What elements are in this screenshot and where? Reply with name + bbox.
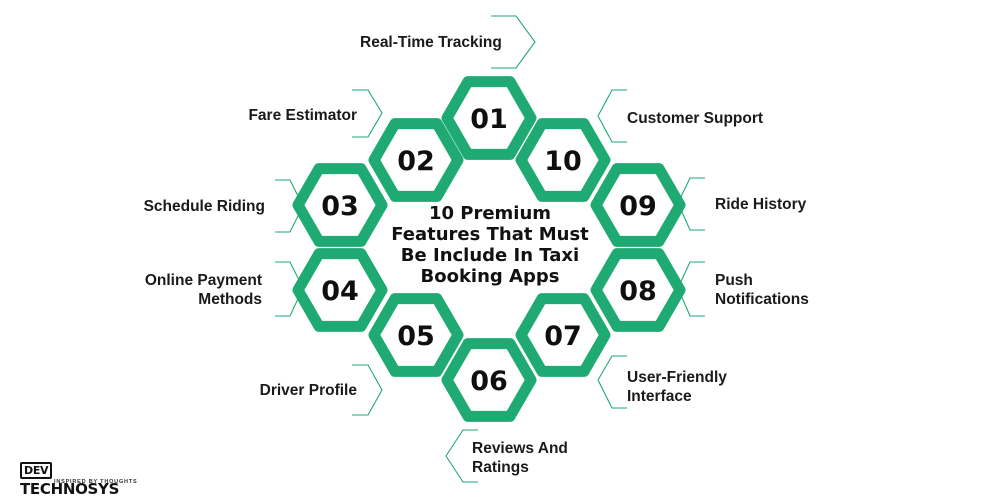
feature-hexagon — [292, 248, 388, 332]
feature-hexagon — [441, 338, 537, 422]
feature-label: Customer Support — [627, 109, 797, 128]
feature-label: Real-Time Tracking — [360, 33, 520, 52]
feature-number: 01 — [470, 104, 508, 135]
feature-label-line: Reviews And — [472, 440, 568, 457]
feature-label: Fare Estimator — [200, 106, 357, 125]
feature-leader-line — [491, 15, 536, 69]
logo-wordmark: DEVTECHNOSYS — [20, 462, 150, 498]
feature-label-line: Fare Estimator — [248, 107, 357, 124]
feature-hexagon — [368, 293, 464, 377]
logo-tagline: INSPIRED BY THOUGHTS — [54, 479, 138, 485]
company-logo: DEVTECHNOSYS INSPIRED BY THOUGHTS — [20, 462, 150, 498]
feature-number: 07 — [544, 321, 582, 352]
feature-leader-line — [445, 429, 478, 483]
feature-number: 04 — [321, 276, 359, 307]
feature-label-line: User-Friendly — [627, 369, 727, 386]
feature-number: 09 — [619, 191, 657, 222]
feature-hexagon — [292, 163, 388, 247]
center-title-line: Be Include In Taxi — [400, 245, 580, 266]
center-title-line: Features That Must — [391, 224, 589, 245]
feature-label-line: Notifications — [715, 291, 809, 308]
feature-label-line: Push — [715, 272, 753, 289]
feature-hexagon — [590, 163, 686, 247]
feature-number: 02 — [397, 146, 435, 177]
center-title-line: Booking Apps — [420, 266, 560, 287]
center-title-line: 10 Premium — [428, 203, 552, 224]
feature-label: Ride History — [715, 195, 855, 214]
feature-label-line: Methods — [198, 291, 262, 308]
feature-hexagon — [515, 293, 611, 377]
feature-leader-line — [597, 355, 627, 409]
feature-leader-line — [597, 89, 627, 143]
feature-hexagon — [515, 118, 611, 202]
feature-hexagon — [590, 248, 686, 332]
logo-name: TECHNOSYS — [20, 480, 120, 498]
feature-hexagon — [441, 76, 537, 160]
feature-hexagon — [368, 118, 464, 202]
feature-label: Schedule Riding — [120, 197, 265, 216]
feature-label-line: Driver Profile — [259, 382, 357, 399]
feature-label-line: Interface — [627, 388, 692, 405]
feature-label-line: Ride History — [715, 196, 807, 213]
feature-label-line: Online Payment — [144, 272, 262, 289]
feature-leader-line — [352, 89, 383, 138]
feature-number: 05 — [397, 321, 435, 352]
feature-number: 06 — [470, 366, 508, 397]
feature-label-line: Real-Time Tracking — [360, 34, 502, 51]
feature-number: 08 — [619, 276, 657, 307]
feature-label: Driver Profile — [200, 381, 357, 400]
logo-dev-badge: DEV — [20, 462, 53, 479]
feature-label-line: Schedule Riding — [143, 198, 265, 215]
feature-leader-line — [352, 364, 383, 416]
feature-number: 03 — [321, 191, 359, 222]
center-title: 10 Premium Features That Must Be Include… — [380, 203, 600, 287]
feature-label-line: Customer Support — [627, 110, 764, 127]
feature-number: 10 — [544, 146, 582, 177]
feature-label-line: Ratings — [472, 459, 529, 476]
